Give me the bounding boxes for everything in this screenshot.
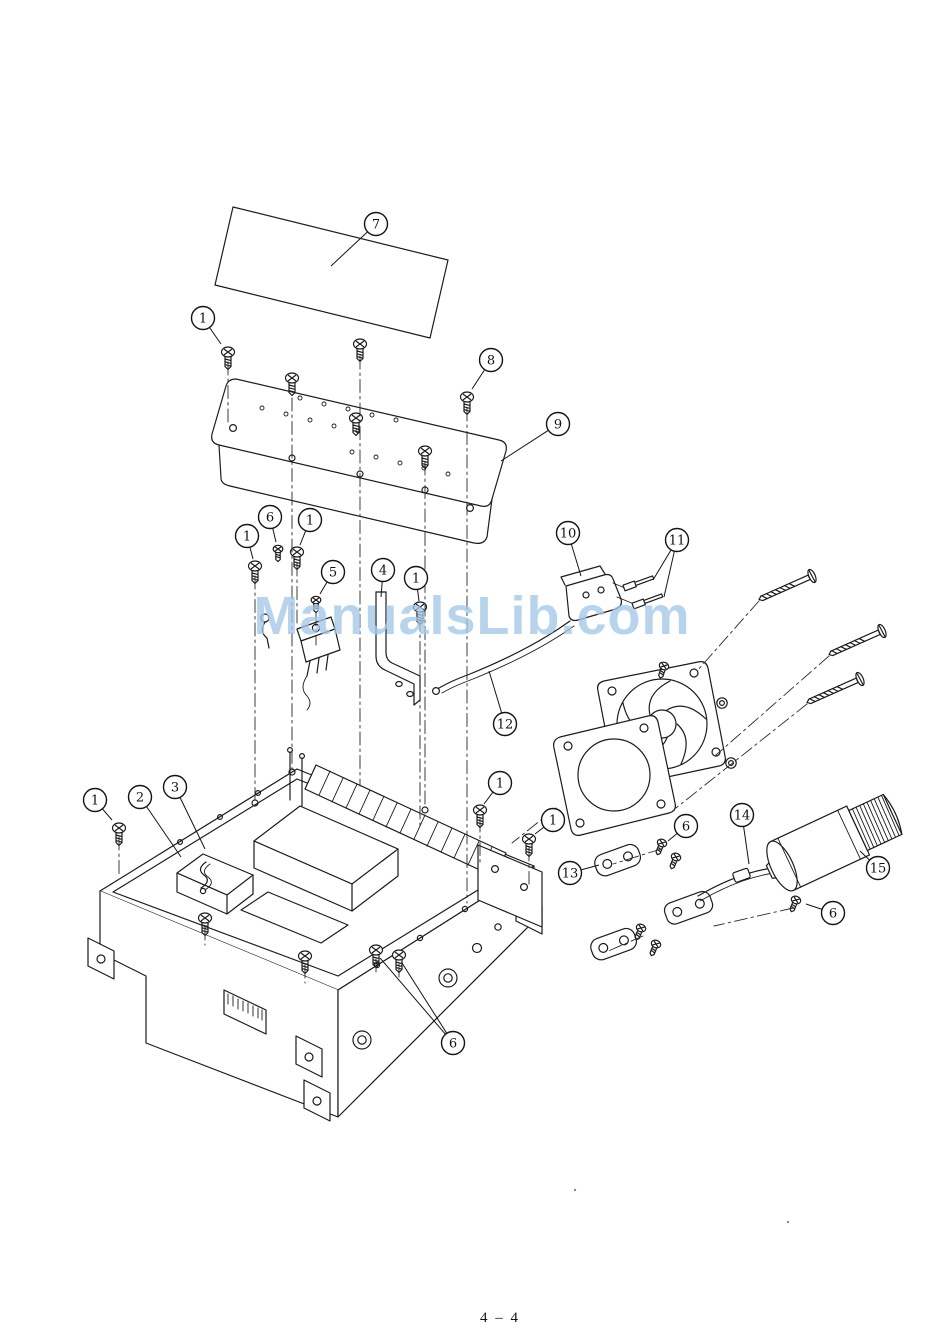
callout-15: 15: [859, 850, 891, 881]
callout-8: 8: [471, 347, 504, 390]
antenna-connector-part: [765, 793, 903, 892]
svg-text:6: 6: [266, 511, 274, 526]
svg-text:9: 9: [554, 418, 562, 433]
callout-1: 1: [234, 523, 260, 560]
callout-1: 1: [190, 305, 222, 345]
scan-speck: [786, 1220, 790, 1224]
svg-text:5: 5: [329, 566, 337, 581]
svg-text:1: 1: [91, 794, 99, 809]
dc-connector-part: [560, 565, 635, 622]
callout-4: 4: [370, 557, 396, 598]
svg-text:1: 1: [549, 814, 557, 829]
coax-cable-part: [697, 867, 775, 902]
callout-5: 5: [319, 559, 346, 595]
floor-recess: [240, 891, 349, 944]
speaker-box-part: [176, 853, 254, 915]
wire-clip-part: [199, 861, 212, 895]
svg-text:11: 11: [669, 534, 686, 549]
callout-1: 1: [534, 807, 566, 835]
solder-lug-part: [260, 613, 270, 649]
callout-14: 14: [729, 802, 755, 865]
mounting-plate: [587, 925, 640, 963]
power-cable-part: [432, 620, 575, 695]
svg-text:8: 8: [487, 354, 495, 369]
svg-text:6: 6: [449, 1037, 457, 1052]
fan-gasket-part: [553, 715, 676, 836]
connector-pins-part: [622, 575, 664, 610]
washer: [725, 757, 737, 769]
heatsink-part: [304, 764, 543, 928]
page-number: 4 – 4: [480, 1310, 520, 1326]
svg-text:7: 7: [372, 218, 380, 233]
svg-text:13: 13: [562, 867, 579, 882]
svg-text:4: 4: [379, 564, 387, 579]
callout-1: 1: [82, 787, 113, 821]
svg-text:6: 6: [829, 907, 837, 922]
multipin-connector-part: [223, 989, 267, 1035]
callout-3: 3: [162, 774, 206, 850]
callout-12: 12: [488, 670, 518, 737]
svg-text:15: 15: [870, 862, 887, 877]
washer: [716, 697, 728, 709]
svg-text:12: 12: [497, 718, 514, 733]
callout-1: 1: [403, 565, 429, 602]
mounting-plate: [591, 841, 644, 879]
svg-text:2: 2: [136, 791, 144, 806]
svg-text:14: 14: [734, 809, 751, 824]
svg-text:1: 1: [412, 572, 420, 587]
transformer-box-part: [253, 805, 399, 912]
svg-text:1: 1: [199, 312, 207, 327]
svg-text:1: 1: [496, 777, 504, 792]
watermark-text: ManualsLib.com: [253, 586, 690, 646]
callout-2: 2: [127, 784, 182, 858]
svg-text:10: 10: [560, 527, 577, 542]
callout-7: 7: [330, 211, 389, 267]
callout-9: 9: [500, 411, 571, 462]
scan-speck: [573, 1188, 577, 1192]
callout-6: 6: [805, 900, 846, 926]
callout-6: 6: [667, 813, 699, 842]
long-screw: [803, 670, 867, 710]
long-screw: [755, 567, 819, 607]
transistor-part: [296, 616, 341, 711]
svg-text:6: 6: [682, 820, 690, 835]
callout-6: 6: [257, 504, 283, 543]
callout-6: 6: [379, 957, 466, 1056]
svg-text:1: 1: [243, 530, 251, 545]
svg-text:1: 1: [306, 514, 314, 529]
callout-1: 1: [483, 770, 513, 805]
callout-11: 11: [652, 527, 690, 598]
top-panel-part: [214, 206, 449, 339]
callout-13: 13: [557, 860, 600, 886]
long-screw: [825, 622, 889, 662]
svg-text:3: 3: [171, 781, 179, 796]
chassis-part: [87, 746, 543, 1122]
callout-10: 10: [555, 520, 582, 577]
cable-bracket-part: [663, 890, 714, 925]
callout-1: 1: [297, 507, 323, 546]
cover-part: [211, 378, 507, 544]
